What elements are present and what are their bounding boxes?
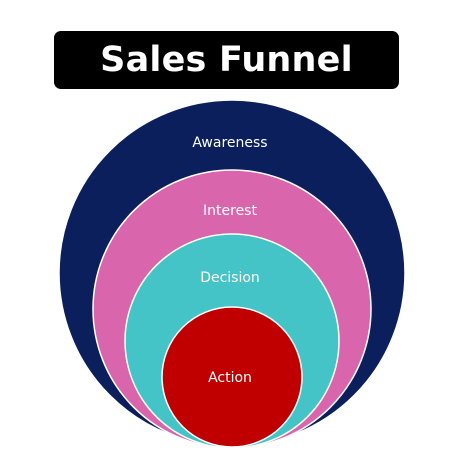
stage-circle-action: [161, 306, 303, 448]
title-banner: Sales Funnel: [54, 31, 399, 89]
stage-label-action: Action: [208, 370, 252, 386]
stage-label-decision: Decision: [200, 270, 260, 286]
stage-label-awareness: Awareness: [192, 135, 267, 151]
stage-label-interest: Interest: [203, 203, 257, 219]
diagram-title: Sales Funnel: [100, 40, 353, 80]
